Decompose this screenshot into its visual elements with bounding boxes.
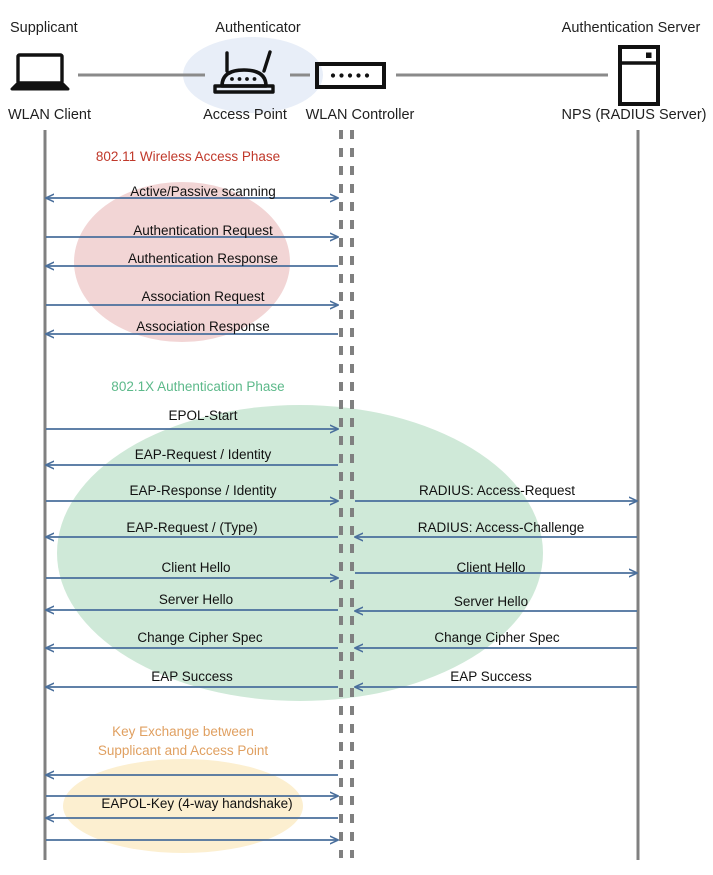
message-label-association-response: Association Response [136, 319, 270, 334]
phase-ellipse-dot1x [57, 405, 543, 701]
message-label-authentication-request: Authentication Request [133, 223, 273, 238]
actor-role-authenticator: Authenticator [215, 20, 301, 36]
message-label-association-request: Association Request [141, 289, 265, 304]
server-icon [618, 45, 660, 106]
message-label-server-hello-right: Server Hello [453, 594, 529, 609]
message-label-change-cipher-spec-right: Change Cipher Spec [434, 630, 560, 645]
message-label-eap-request-identity: EAP-Request / Identity [134, 447, 272, 462]
message-label-server-hello-left: Server Hello [158, 592, 234, 607]
actor-device-wlan-client: WLAN Client [8, 107, 91, 123]
phase-title-key-exchange-line1: Key Exchange between [112, 724, 254, 739]
phase-ellipse-key-exchange [63, 759, 303, 853]
actor-device-wlan-controller: WLAN Controller [305, 107, 415, 123]
message-label-eap-success-left: EAP Success [151, 669, 233, 684]
message-label-eap-request-type: EAP-Request / (Type) [126, 520, 258, 535]
network-switch-icon [315, 62, 386, 89]
phase-title-wireless-access: 802.11 Wireless Access Phase [95, 149, 281, 164]
actor-role-supplicant: Supplicant [10, 20, 78, 36]
wifi-router-icon [213, 50, 275, 94]
actor-device-access-point: Access Point [203, 107, 287, 123]
message-label-eap-success-right: EAP Success [450, 669, 532, 684]
message-label-epol-start: EPOL-Start [168, 408, 238, 423]
laptop-icon [10, 53, 70, 91]
message-label-client-hello-left: Client Hello [161, 560, 231, 575]
message-label-radius-access-challenge: RADIUS: Access-Challenge [417, 520, 585, 535]
message-label-active-passive-scanning: Active/Passive scanning [130, 184, 276, 199]
message-label-authentication-response: Authentication Response [127, 251, 279, 266]
phase-ellipse-wireless-access [74, 182, 290, 342]
phase-title-key-exchange-line2: Supplicant and Access Point [97, 743, 269, 758]
authenticator-halo [183, 37, 323, 113]
phase-title-dot1x: 802.1X Authentication Phase [111, 379, 285, 394]
message-label-eapol-key-4way-handshake: EAPOL-Key (4-way handshake) [101, 796, 293, 811]
message-label-radius-access-request: RADIUS: Access-Request [418, 483, 576, 498]
actor-role-auth-server: Authentication Server [561, 20, 701, 36]
message-label-client-hello-right: Client Hello [456, 560, 526, 575]
message-label-change-cipher-spec-left: Change Cipher Spec [137, 630, 263, 645]
actor-device-nps-radius: NPS (RADIUS Server) [561, 107, 707, 123]
message-label-eap-response-identity: EAP-Response / Identity [129, 483, 277, 498]
